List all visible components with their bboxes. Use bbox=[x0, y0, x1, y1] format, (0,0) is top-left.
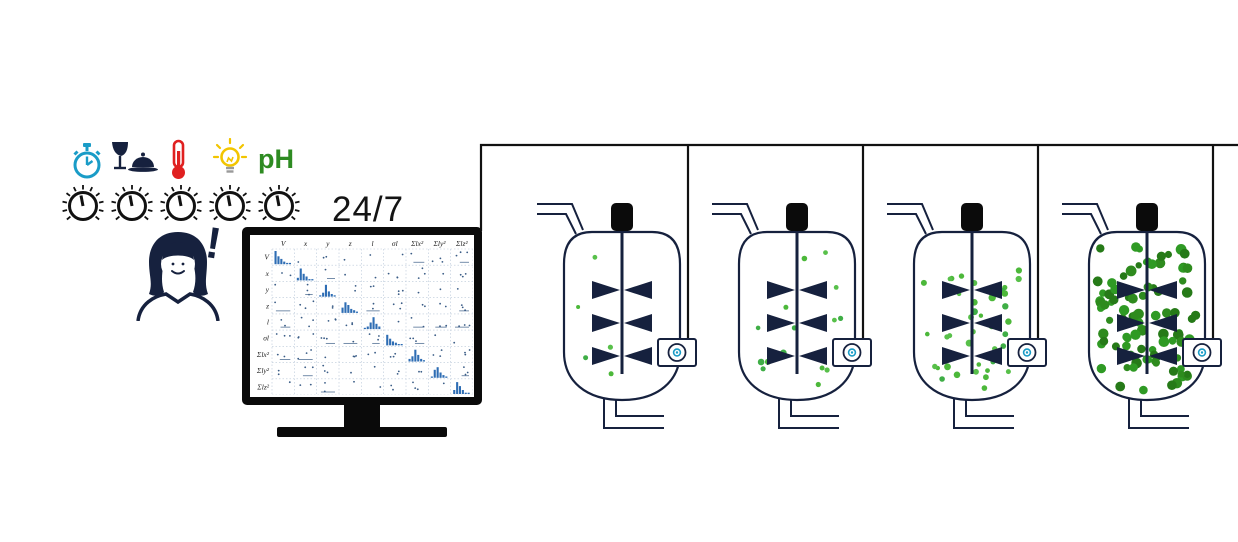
svg-text:x: x bbox=[265, 269, 270, 278]
stirrer-motor bbox=[786, 203, 808, 231]
svg-text:Σly²: Σly² bbox=[432, 239, 446, 248]
svg-text:Σly²: Σly² bbox=[256, 366, 270, 375]
svg-text:y: y bbox=[325, 239, 330, 248]
reactor-3 bbox=[887, 145, 1047, 429]
stirrer-motor bbox=[961, 203, 983, 231]
reactor-2 bbox=[712, 145, 872, 429]
svg-text:z: z bbox=[348, 239, 352, 248]
operator-figure bbox=[128, 226, 228, 326]
reactor-1 bbox=[537, 145, 697, 429]
temperature-icon bbox=[166, 139, 192, 186]
knob-row bbox=[61, 184, 301, 228]
control-knob bbox=[258, 185, 300, 221]
control-knob bbox=[209, 185, 251, 221]
stirrer-motor bbox=[1136, 203, 1158, 231]
uptime-label: 24/7 bbox=[332, 190, 405, 229]
ph-icon: pH bbox=[258, 144, 294, 174]
svg-text:σl: σl bbox=[263, 334, 269, 343]
svg-text:Σlz²: Σlz² bbox=[455, 239, 468, 248]
svg-text:y: y bbox=[265, 285, 270, 294]
svg-text:z: z bbox=[265, 301, 269, 310]
svg-text:Σlx²: Σlx² bbox=[410, 239, 424, 248]
control-knob bbox=[111, 185, 153, 221]
stirrer-motor bbox=[611, 203, 633, 231]
monitor-stand-base bbox=[277, 427, 447, 437]
light-icon bbox=[212, 137, 248, 185]
svg-text:σl: σl bbox=[392, 239, 398, 248]
svg-text:Σlz²: Σlz² bbox=[256, 382, 269, 391]
svg-text:x: x bbox=[303, 239, 308, 248]
reactor-4 bbox=[1062, 145, 1222, 429]
control-knob bbox=[62, 185, 104, 221]
svg-text:l: l bbox=[267, 318, 269, 327]
control-knob bbox=[160, 185, 202, 221]
monitor-stand-neck bbox=[344, 405, 380, 429]
svg-text:Σlx²: Σlx² bbox=[256, 350, 270, 359]
timer-icon bbox=[70, 142, 104, 185]
svg-text:l: l bbox=[371, 239, 373, 248]
svg-text:V: V bbox=[281, 239, 287, 248]
nutrients-icon bbox=[110, 140, 158, 185]
svg-text:V: V bbox=[264, 253, 270, 262]
